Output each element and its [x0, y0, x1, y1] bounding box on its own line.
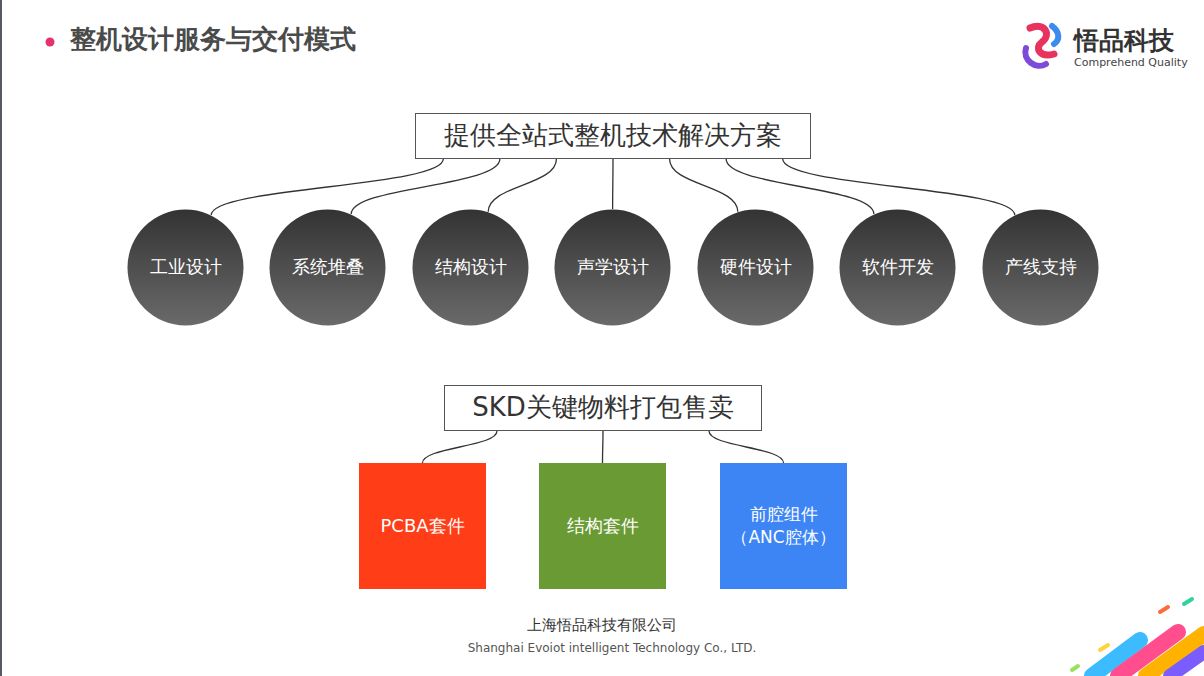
slide-title: 整机设计服务与交付模式: [70, 22, 356, 57]
circle-shape: [128, 210, 244, 326]
circle-shape: [270, 210, 386, 326]
connector-line: [709, 431, 784, 463]
title-bullet: [46, 38, 55, 47]
logo-text: 悟品科技: [1074, 24, 1174, 57]
connector-line: [612, 159, 614, 209]
node-text: PCBA套件: [380, 514, 464, 538]
service-circle: 软件开发: [839, 209, 956, 326]
node-text: 软件开发: [862, 255, 934, 279]
service-circle: 系统堆叠: [269, 209, 386, 326]
service-circle: 声学设计: [554, 209, 671, 326]
connector-line: [351, 159, 500, 214]
service-circle: 工业设计: [127, 209, 244, 326]
heading-box: SKD关键物料打包售卖: [444, 385, 762, 431]
decor-dash: [1100, 645, 1108, 650]
circle-shape: [698, 210, 814, 326]
decor-bar: [1146, 634, 1204, 676]
decor-bar: [1170, 652, 1204, 676]
node-text: 前腔组件 （ANC腔体）: [725, 503, 842, 549]
connector-line: [211, 159, 443, 215]
connector-line: [783, 159, 1015, 215]
service-circle: 硬件设计: [697, 209, 814, 326]
node-text: 声学设计: [577, 255, 649, 279]
connector-line: [726, 159, 874, 214]
circle-shape: [983, 210, 1099, 326]
decor-dash: [1160, 607, 1168, 612]
connector-line: [423, 431, 498, 463]
connector-line: [602, 431, 604, 463]
connector-line: [670, 159, 738, 212]
node-text: SKD关键物料打包售卖: [472, 390, 734, 425]
node-text: 工业设计: [150, 255, 222, 279]
connector-line: [488, 159, 556, 212]
circle-shape: [555, 210, 671, 326]
node-text: 系统堆叠: [292, 255, 364, 279]
logo-stroke: [1030, 26, 1054, 55]
circle-shape: [413, 210, 529, 326]
company-name-en: Shanghai Evoiot intelligent Technology C…: [468, 641, 757, 655]
node-text: 提供全站式整机技术解决方案: [444, 118, 782, 153]
decor-dash: [1072, 666, 1078, 670]
circle-shape: [840, 210, 956, 326]
company-name: 上海悟品科技有限公司: [527, 616, 677, 635]
kit-box: PCBA套件: [359, 463, 486, 589]
logo-stroke: [1052, 26, 1058, 44]
left-border: [0, 0, 2, 676]
corner-decoration: [1072, 599, 1204, 676]
kit-box: 结构套件: [539, 463, 666, 589]
logo-tagline: Comprehend Quality: [1074, 56, 1188, 69]
node-text: 结构套件: [567, 514, 639, 538]
kit-box: 前腔组件 （ANC腔体）: [720, 463, 847, 589]
heading-box: 提供全站式整机技术解决方案: [415, 113, 811, 159]
node-text: 结构设计: [435, 255, 507, 279]
logo-icon: [1025, 26, 1058, 66]
connector-layer: [211, 159, 1014, 463]
service-circle: 结构设计: [412, 209, 529, 326]
service-circle: 产线支持: [982, 209, 1099, 326]
node-text: 产线支持: [1005, 255, 1077, 279]
logo-stroke: [1025, 48, 1046, 66]
decor-dash: [1184, 599, 1192, 604]
node-text: 硬件设计: [720, 255, 792, 279]
